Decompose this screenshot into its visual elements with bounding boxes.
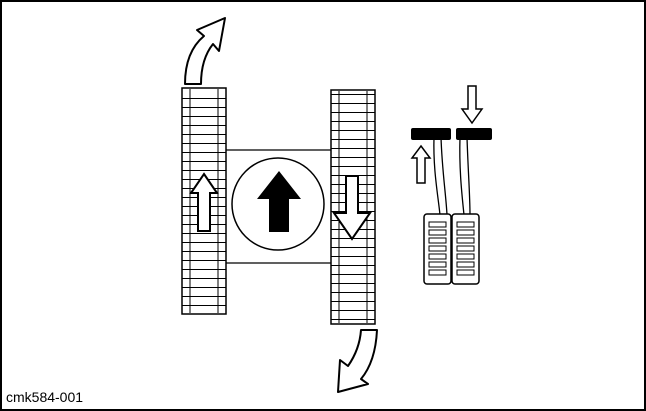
right-track [330,89,376,325]
left-lever-arrow-up-icon [410,144,432,184]
left-track-arrow-up-icon [189,172,219,232]
left-track [181,87,227,315]
left-lever-base [423,213,452,285]
right-lever-handle [456,128,492,140]
right-lever-arrow-down-icon [460,85,484,125]
center-arrow-up-icon [257,171,301,232]
right-track-arrow-down-icon [332,175,372,241]
machine-body [226,149,331,264]
curved-arrow-down-left-icon [337,329,378,393]
curved-arrow-up-right-icon [184,17,226,85]
figure-caption: cmk584-001 [6,389,84,405]
steering-levers [410,85,492,285]
right-lever-base [451,213,480,285]
left-lever-handle [411,128,451,140]
